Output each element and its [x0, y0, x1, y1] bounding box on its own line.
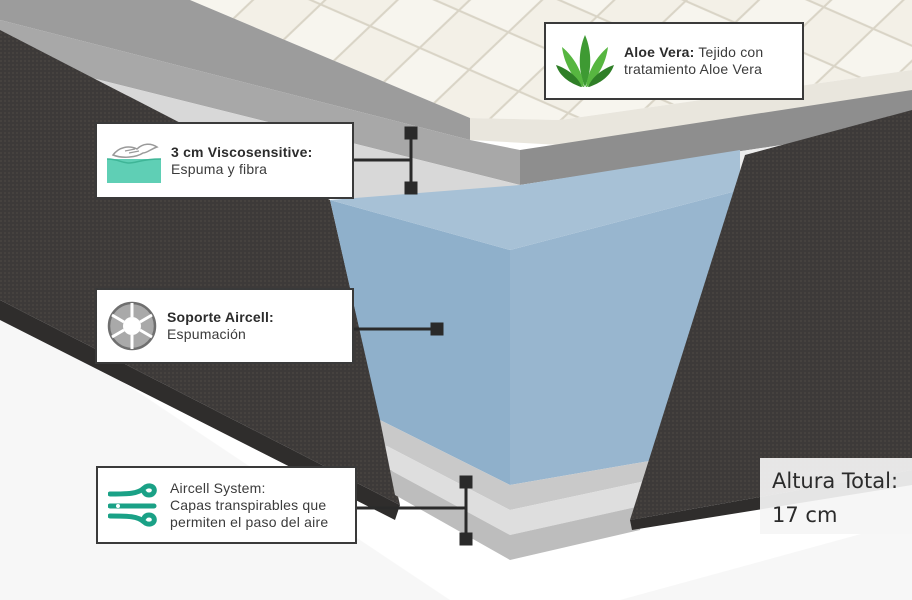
aloe-vera-desc-line1: Tejido con: [694, 44, 764, 60]
airflow-icon: [108, 482, 160, 528]
aircell-system-desc-line1: Capas transpirables que: [170, 496, 327, 513]
aircell-system-desc-line2: permiten el paso del aire: [170, 513, 329, 530]
aircell-system-title: Aircell System:: [170, 479, 266, 496]
leader-system: [357, 475, 473, 546]
memory-foam-hand-icon: [107, 139, 161, 183]
aircell-support-callout: Soporte Aircell: Espumación: [95, 288, 354, 364]
viscosensitive-callout: 3 cm Viscosensitive: Espuma y fibra: [95, 122, 354, 199]
total-height-value: 17 cm: [772, 503, 838, 527]
viscosensitive-title: 3 cm Viscosensitive:: [171, 143, 313, 160]
top-frame-right: [520, 90, 912, 185]
aloe-vera-text: Aloe Vera: Tejido con tratamiento Aloe V…: [624, 44, 763, 78]
top-frame-band: [0, 20, 520, 185]
base-layer-1: [380, 420, 655, 510]
aircell-core-left: [330, 200, 510, 485]
aircell-aperture-icon: [107, 301, 157, 351]
aircell-support-desc: Espumación: [167, 326, 247, 342]
viscosensitive-desc: Espuma y fibra: [171, 160, 268, 177]
aloe-vera-desc-line2: tratamiento Aloe Vera: [624, 61, 763, 77]
aloe-plant-icon: [556, 33, 614, 89]
aircell-system-text: Aircell System: Capas transpirables que …: [170, 480, 328, 531]
aircell-support-text: Soporte Aircell: Espumación: [167, 309, 274, 343]
base-layer-3: [390, 470, 645, 560]
aircell-system-callout: Aircell System: Capas transpirables que …: [96, 466, 357, 544]
leader-visco: [354, 126, 418, 195]
aircell-core-top: [330, 150, 740, 250]
leader-aircell: [354, 322, 444, 336]
viscosensitive-text: 3 cm Viscosensitive: Espuma y fibra: [171, 144, 312, 178]
aloe-vera-title: Aloe Vera:: [624, 44, 695, 60]
base-layer-2: [385, 445, 650, 535]
fabric-side-right: [630, 110, 912, 520]
total-height-label: Altura Total: 17 cm: [760, 458, 912, 534]
aircell-core-right: [510, 190, 740, 485]
aloe-vera-callout: Aloe Vera: Tejido con tratamiento Aloe V…: [544, 22, 804, 100]
top-frame-left: [0, 0, 470, 140]
aircell-support-title: Soporte Aircell:: [167, 309, 274, 325]
total-height-title: Altura Total:: [772, 469, 899, 493]
